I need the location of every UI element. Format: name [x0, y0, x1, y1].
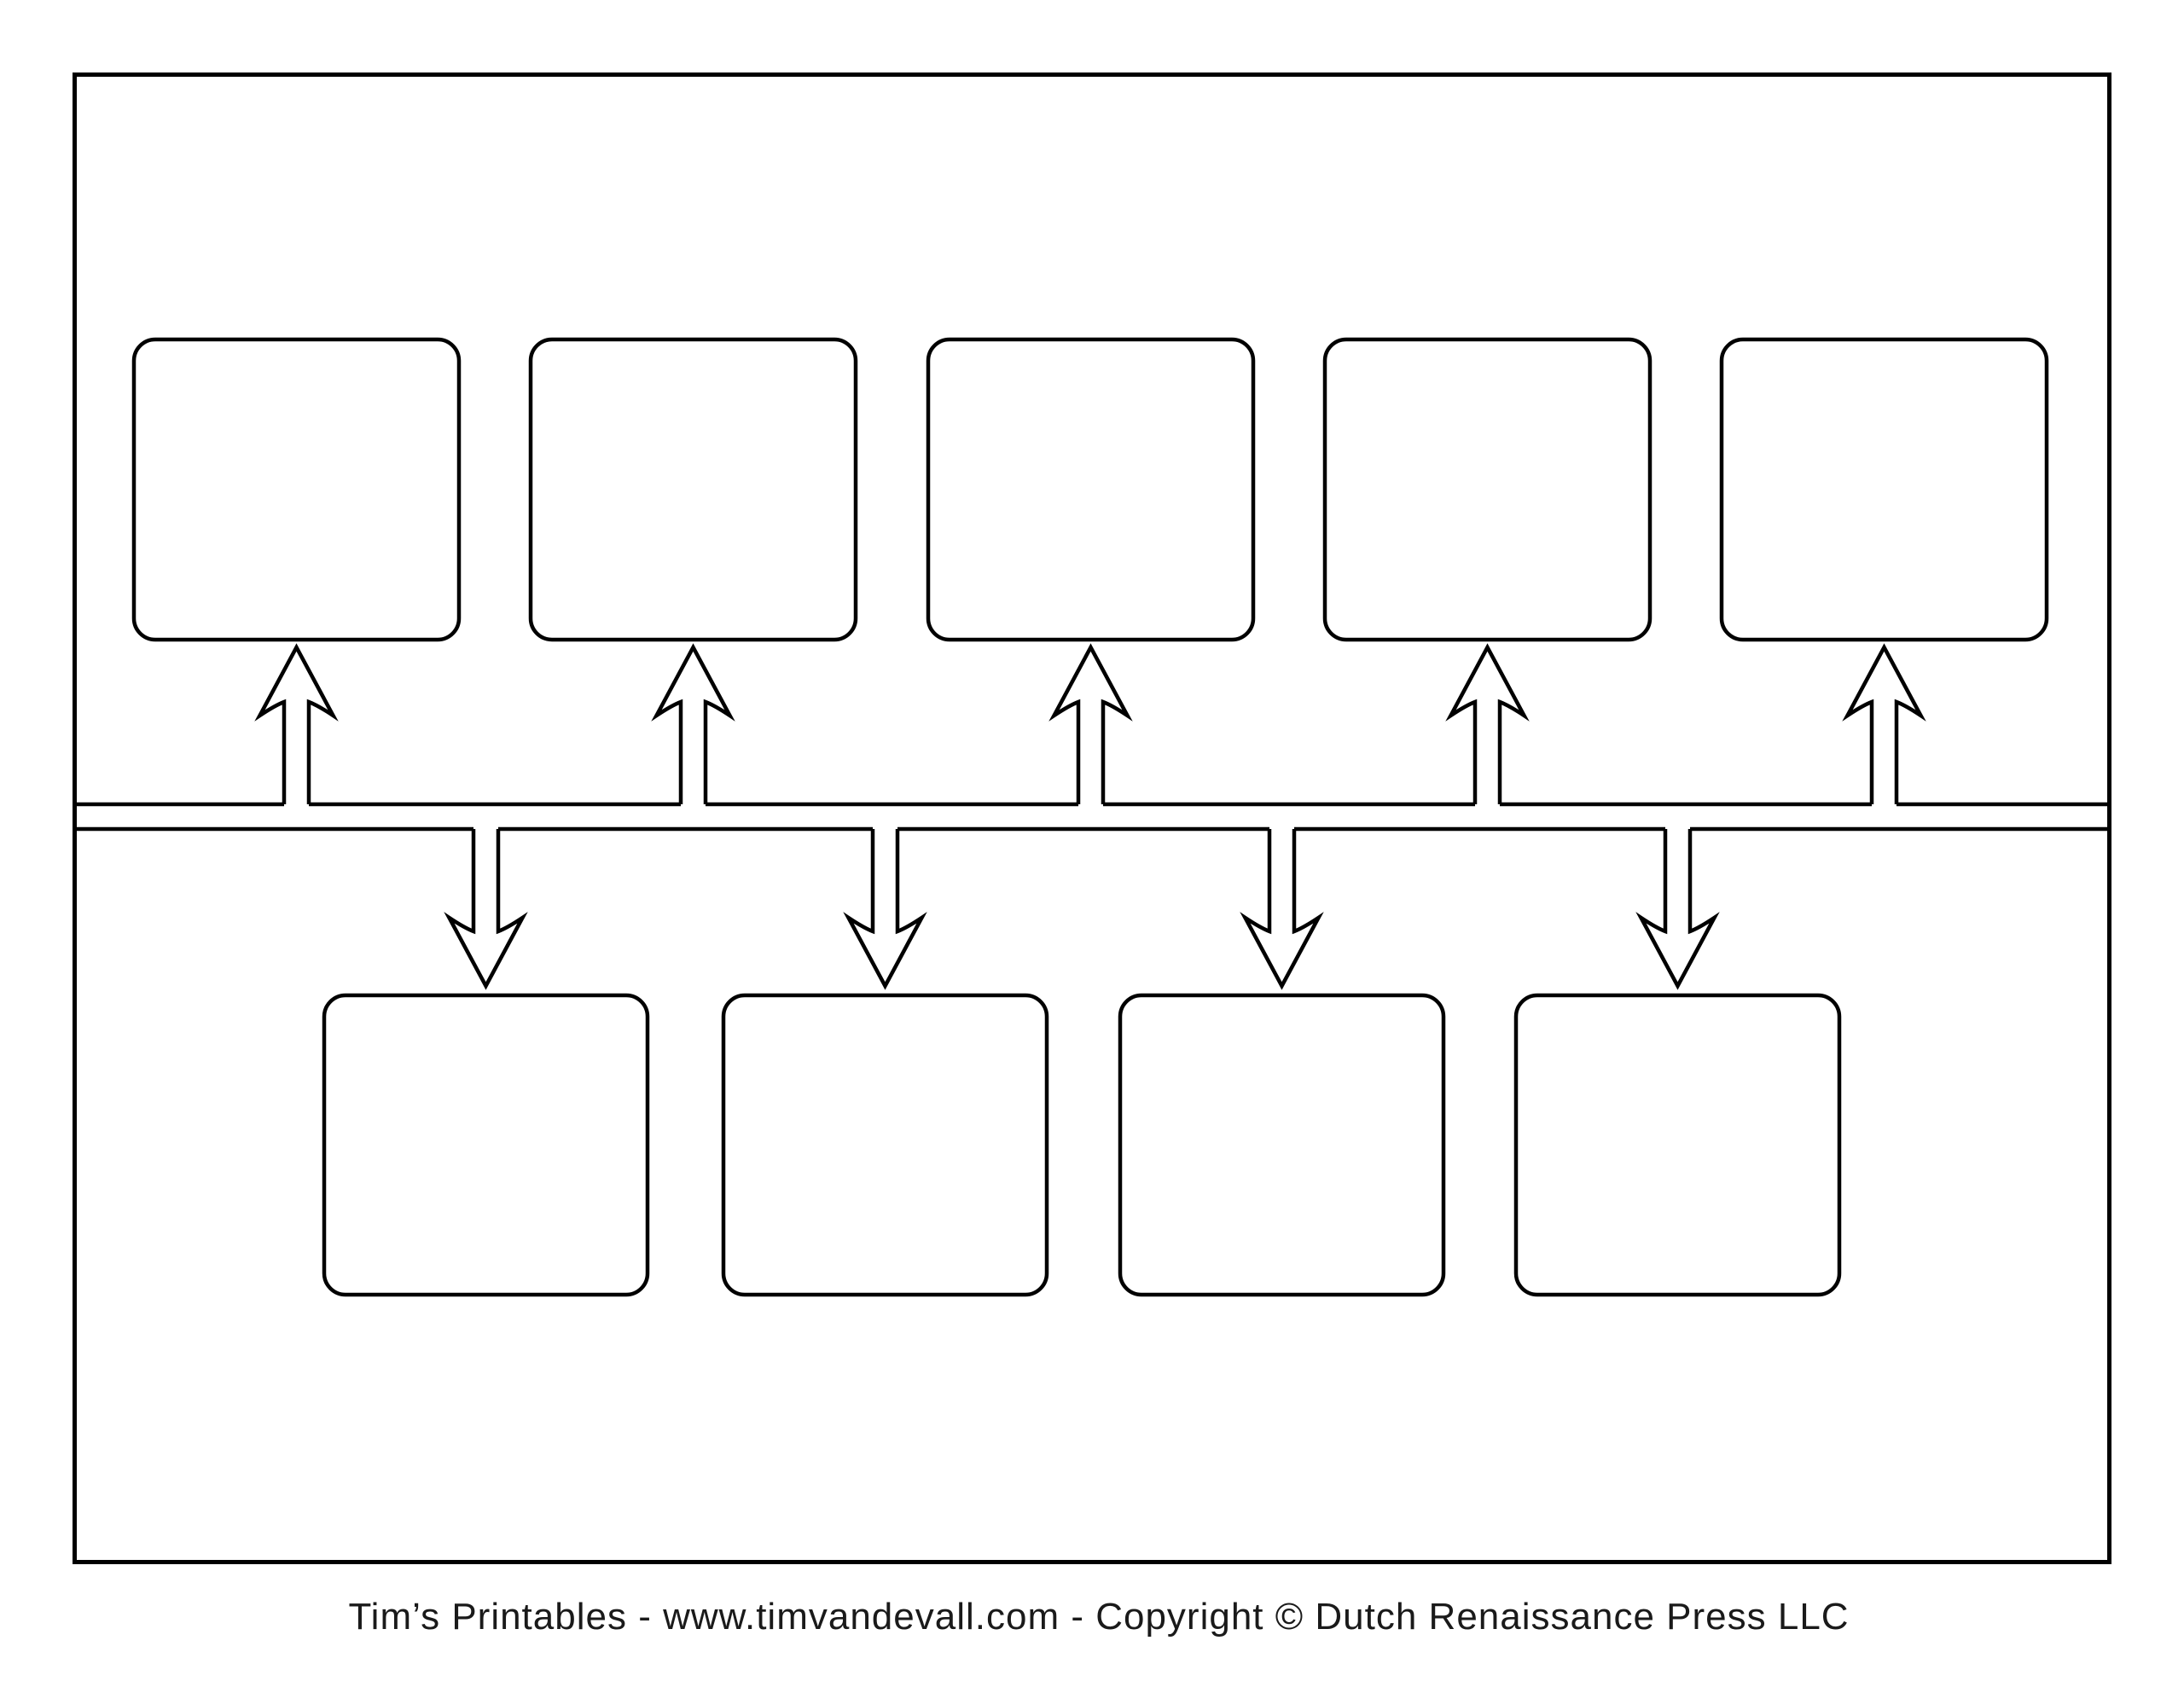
down-arrow-4: [1635, 829, 1720, 990]
timeline-box-bottom-2: [721, 993, 1049, 1297]
timeline-box-top-2: [528, 337, 858, 642]
top-boxes-group: [131, 337, 2049, 642]
timeline-box-top-4: [1322, 337, 1653, 642]
timeline-box-bottom-3: [1118, 993, 1446, 1297]
bottom-boxes-group: [322, 993, 1842, 1297]
up-arrow-5: [1842, 643, 1926, 804]
down-arrows-group: [444, 829, 1720, 990]
down-arrow-3: [1240, 829, 1324, 990]
timeline-box-top-3: [926, 337, 1256, 642]
timeline-box-bottom-4: [1513, 993, 1842, 1297]
timeline-box-top-1: [131, 337, 462, 642]
up-arrows-group: [254, 643, 1926, 804]
up-arrow-2: [651, 643, 735, 804]
footer-credit: Tim’s Printables - www.timvandevall.com …: [348, 1596, 1849, 1638]
up-arrow-4: [1445, 643, 1530, 804]
page-border: [73, 72, 2111, 1564]
timeline-box-top-5: [1719, 337, 2049, 642]
up-arrow-3: [1048, 643, 1133, 804]
up-arrow-1: [254, 643, 339, 804]
down-arrow-2: [843, 829, 927, 990]
down-arrow-1: [444, 829, 528, 990]
timeline-box-bottom-1: [322, 993, 650, 1297]
